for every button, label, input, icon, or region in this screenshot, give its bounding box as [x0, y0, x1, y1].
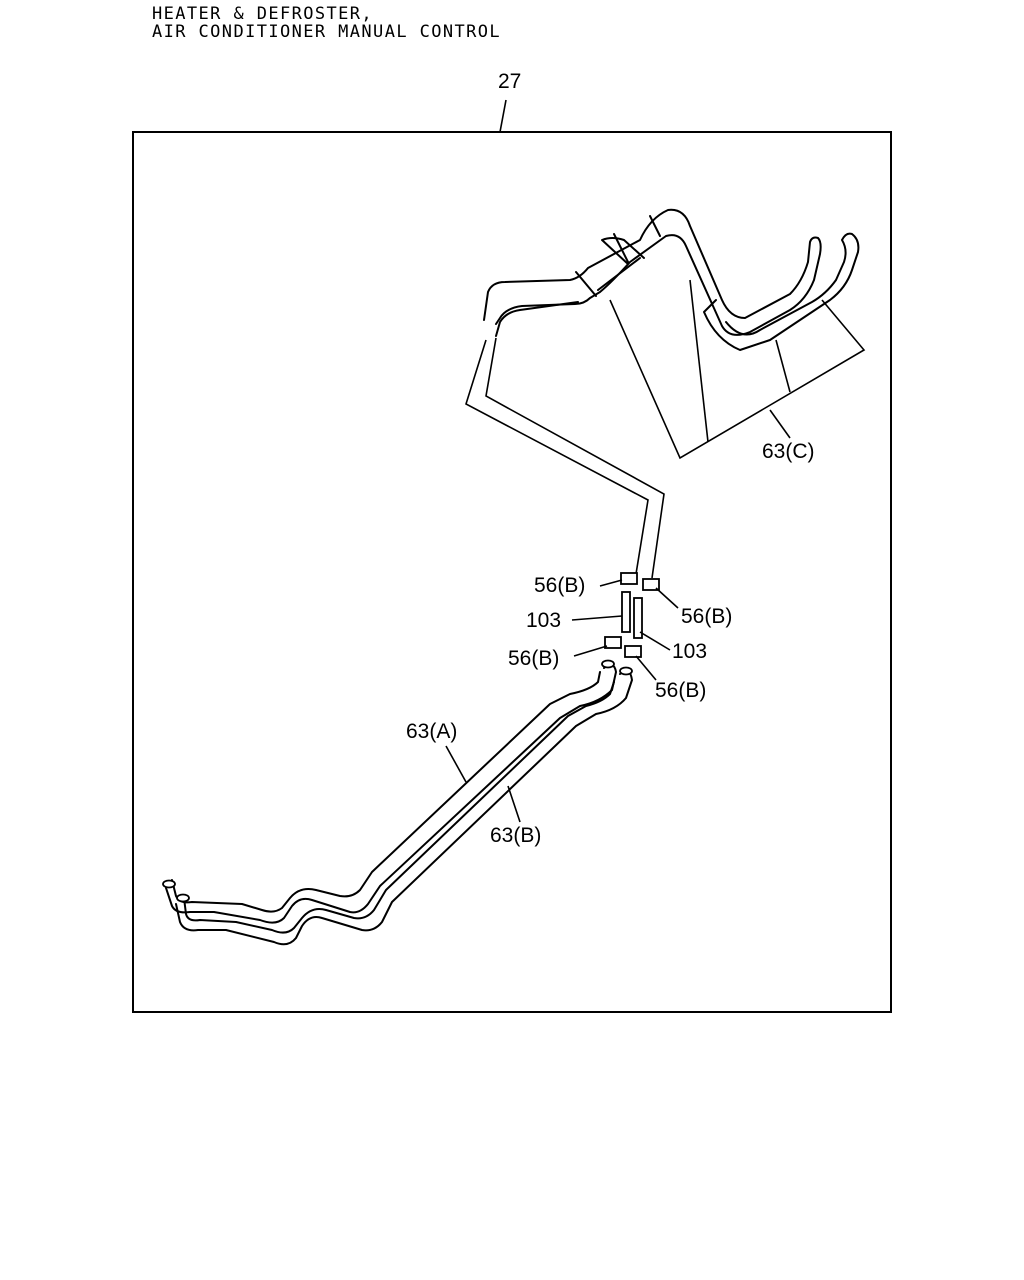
diagram-frame: [132, 131, 892, 1013]
title-line-2: AIR CONDITIONER MANUAL CONTROL: [152, 22, 502, 42]
assembly-ref-label: 27: [498, 70, 521, 93]
routing-line-right: [485, 337, 665, 579]
clamp-upper-right-label: 56(B): [681, 605, 732, 628]
title-line-1: HEATER & DEFROSTER,: [152, 4, 374, 24]
hose-63c-leader: [769, 409, 791, 439]
routing-line-left: [465, 339, 649, 575]
assembly-ref-leader: [499, 99, 507, 133]
joint-right-label: 103: [672, 640, 707, 663]
hose-63a-label: 63(A): [406, 720, 457, 743]
clamp-group: [604, 572, 660, 658]
clamp-upper-right-leader: [655, 587, 679, 609]
clamp-upper-left-label: 56(B): [534, 574, 585, 597]
clamp-lower-left-leader: [573, 645, 608, 657]
hose-63b-leader: [507, 785, 521, 823]
clamp-lower-left-label: 56(B): [508, 647, 559, 670]
clamp-lower-right-label: 56(B): [655, 679, 706, 702]
clamp-upper-left-leader: [599, 579, 623, 587]
hose-63a-leader: [445, 745, 467, 783]
hose-63b-label: 63(B): [490, 824, 541, 847]
diagram-title: HEATER & DEFROSTER, AIR CONDITIONER MANU…: [152, 5, 501, 41]
hose-63a: [162, 659, 617, 924]
hose-63c-label: 63(C): [762, 440, 815, 463]
joint-left-label: 103: [526, 609, 561, 632]
joint-left-leader: [571, 615, 623, 621]
joint-right-leader: [639, 631, 671, 651]
clamp-lower-right-leader: [635, 655, 657, 681]
hose-63b: [175, 666, 633, 946]
hose-63c: [483, 208, 866, 460]
